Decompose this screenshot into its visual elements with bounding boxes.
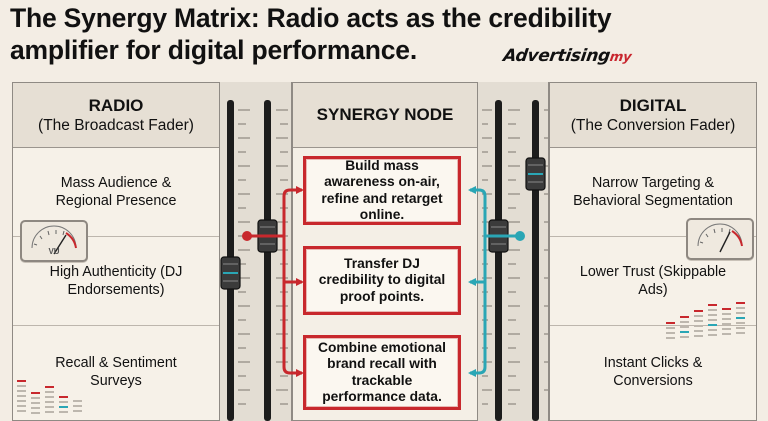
radio-row-text: High Authenticity (DJ Endorsements) [49, 263, 183, 298]
synergy-box-credibility: Transfer DJ credibility to digital proof… [303, 246, 461, 315]
digital-arrows [468, 186, 520, 377]
level-meter-icon [17, 380, 82, 414]
synergy-box-awareness: Build mass awareness on-air, refine and … [303, 156, 461, 225]
radio-fader-tracks [227, 100, 288, 421]
digital-row: Instant Clicks & Conversions [550, 325, 756, 419]
radio-subtitle: (The Broadcast Fader) [38, 117, 194, 134]
digital-subtitle: (The Conversion Fader) [570, 117, 736, 134]
brand-suffix: my [608, 50, 633, 65]
radio-row: Mass Audience & Regional Presence [13, 147, 219, 237]
vu-meter-dial [31, 225, 77, 255]
digital-fader-tracks [482, 100, 548, 421]
radio-title: RADIO [88, 96, 144, 115]
vu-meter-dial [697, 223, 743, 253]
fader-knob-icon [220, 256, 241, 290]
radio-row: High Authenticity (DJ Endorsements) [13, 236, 219, 326]
digital-row: Narrow Targeting & Behavioral Segmentati… [550, 147, 756, 237]
digital-row-text: Narrow Targeting & Behavioral Segmentati… [573, 174, 733, 209]
synergy-box-recall: Combine emotional brand recall with trac… [303, 335, 461, 410]
radio-row-text: Mass Audience & Regional Presence [55, 174, 177, 209]
digital-header: DIGITAL (The Conversion Fader) [550, 83, 756, 148]
vu-meter-icon: VU [20, 220, 88, 262]
page-title: The Synergy Matrix: Radio acts as the cr… [10, 3, 612, 65]
fader-knob-icon [525, 157, 546, 191]
synergy-box-text: Combine emotional brand recall with trac… [317, 339, 446, 405]
digital-row: Lower Trust (Skippable Ads) [550, 236, 756, 326]
level-meter-icon [666, 302, 745, 339]
synergy-node-title: SYNERGY NODE [293, 83, 477, 148]
digital-row-text: Instant Clicks & Conversions [603, 355, 703, 389]
brand-logo: Advertisingmy [501, 46, 694, 70]
synergy-box-text: Build mass awareness on-air, refine and … [321, 157, 443, 223]
radio-row-text: Recall & Sentiment Surveys [55, 355, 177, 389]
radio-row: Recall & Sentiment Surveys [13, 325, 219, 419]
radio-arrows [247, 186, 304, 377]
vu-label: VU [48, 247, 60, 256]
vu-meter-icon [686, 218, 754, 260]
digital-title: DIGITAL [619, 96, 687, 115]
synergy-box-text: Transfer DJ credibility to digital proof… [318, 255, 446, 304]
synergy-node-column: SYNERGY NODE Build mass awareness on-air… [292, 82, 478, 421]
radio-junction-dot [242, 231, 252, 241]
digital-junction-dot [515, 231, 525, 241]
digital-row-text: Lower Trust (Skippable Ads) [579, 263, 727, 298]
brand-main: Advertising [501, 46, 612, 66]
radio-header: RADIO (The Broadcast Fader) [13, 83, 219, 148]
